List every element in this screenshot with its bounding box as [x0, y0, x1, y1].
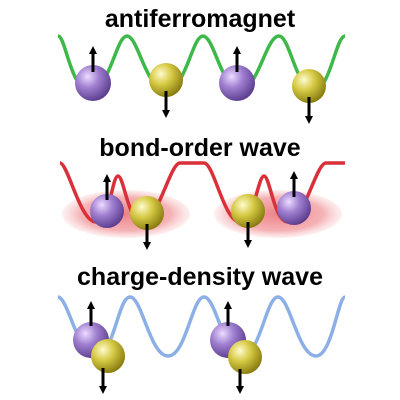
bond-order-wave-title: bond-order wave — [99, 134, 301, 162]
atom — [91, 339, 125, 373]
atom — [231, 194, 265, 228]
atom — [130, 196, 164, 230]
atom — [75, 65, 111, 101]
bond-order-wave-panel — [59, 161, 345, 250]
atom — [219, 65, 255, 101]
atom — [277, 191, 311, 225]
atom — [228, 340, 262, 374]
atom — [90, 194, 124, 228]
antiferromagnet-title: antiferromagnet — [104, 5, 296, 33]
antiferromagnet-panel — [57, 34, 346, 124]
atom — [149, 63, 183, 97]
atom — [292, 69, 326, 103]
charge-density-wave-panel — [57, 295, 347, 394]
charge-density-wave-title: charge-density wave — [77, 263, 323, 291]
